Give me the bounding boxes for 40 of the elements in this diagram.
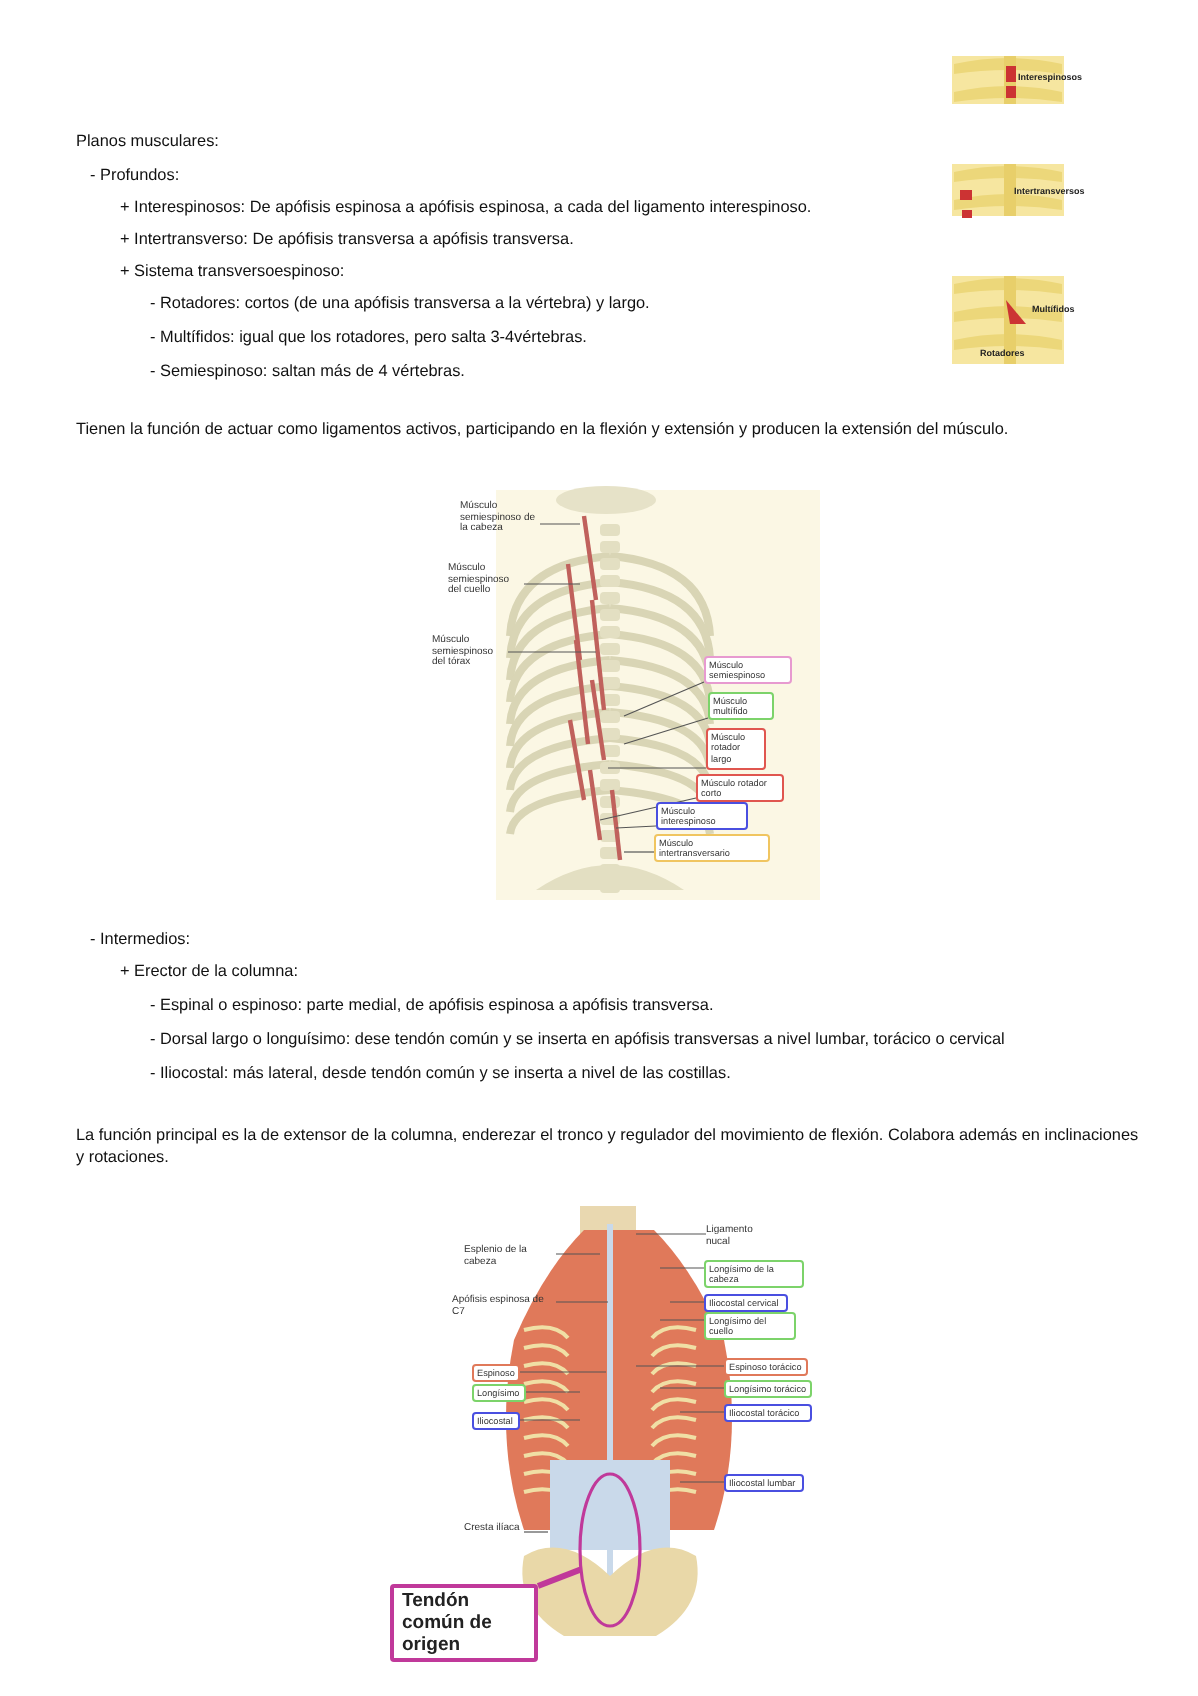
list-item: - Dorsal largo o longuísimo: dese tendón común y se inserta en apófisis transversas a nivel lumbar, torácico o cervical <box>150 1028 1005 1050</box>
list-item: + Sistema transversoespinoso: <box>120 260 345 282</box>
paragraph: La función principal es la de extensor de la columna, enderezar el tronco y regulador del movimiento de flexión. Colabora además en inclinaciones y rotaciones. <box>76 1124 1141 1168</box>
leader-line <box>536 1566 583 1589</box>
leader-line <box>659 1267 705 1269</box>
leader-line <box>607 767 707 769</box>
leader-line <box>523 583 581 585</box>
heading: Planos musculares: <box>76 130 219 152</box>
list-item: - Intermedios: <box>90 928 191 950</box>
paragraph: Tienen la función de actuar como ligamentos activos, participando en la flexión y extensión y producen la extensión del músculo. <box>76 418 1009 440</box>
leader-line <box>555 1301 609 1303</box>
leader-line <box>623 681 705 717</box>
list-item: - Iliocostal: más lateral, desde tendón común y se inserta a nivel de las costillas. <box>150 1062 731 1084</box>
list-item: + Erector de la columna: <box>120 960 298 982</box>
leader-line <box>519 1419 581 1421</box>
leader-line <box>519 1371 607 1373</box>
highlight-ellipse <box>578 1472 642 1628</box>
list-item: + Intertransverso: De apófisis transversa a apófisis transversa. <box>120 228 574 250</box>
leader-line <box>659 1387 725 1389</box>
leader-line <box>679 1411 725 1413</box>
list-item: + Interespinosos: De apófisis espinosa a apófisis espinosa, a cada del ligamento interespinoso. <box>120 196 812 218</box>
leader-line <box>679 1481 725 1483</box>
leader-line <box>525 1391 581 1393</box>
leader-line <box>669 1301 705 1303</box>
leader-line <box>623 851 655 853</box>
leader-line <box>615 825 657 829</box>
list-item: - Espinal o espinoso: parte medial, de apófisis espinosa a apófisis transversa. <box>150 994 714 1016</box>
list-item: - Multífidos: igual que los rotadores, pero salta 3-4vértebras. <box>150 326 587 348</box>
leader-line <box>555 1253 601 1255</box>
list-item: - Rotadores: cortos (de una apófisis transversa a la vértebra) y largo. <box>150 292 650 314</box>
leader-line <box>623 717 709 745</box>
boxed-label: Tendón común de origen <box>390 1584 538 1662</box>
list-item: - Profundos: <box>90 164 180 186</box>
leader-line <box>635 1233 707 1235</box>
leader-line <box>523 1531 549 1533</box>
leader-line <box>539 523 581 525</box>
leader-line <box>507 651 597 653</box>
leader-line <box>635 1365 725 1367</box>
leader-line <box>659 1319 705 1321</box>
list-item: - Semiespinoso: saltan más de 4 vértebras. <box>150 360 465 382</box>
